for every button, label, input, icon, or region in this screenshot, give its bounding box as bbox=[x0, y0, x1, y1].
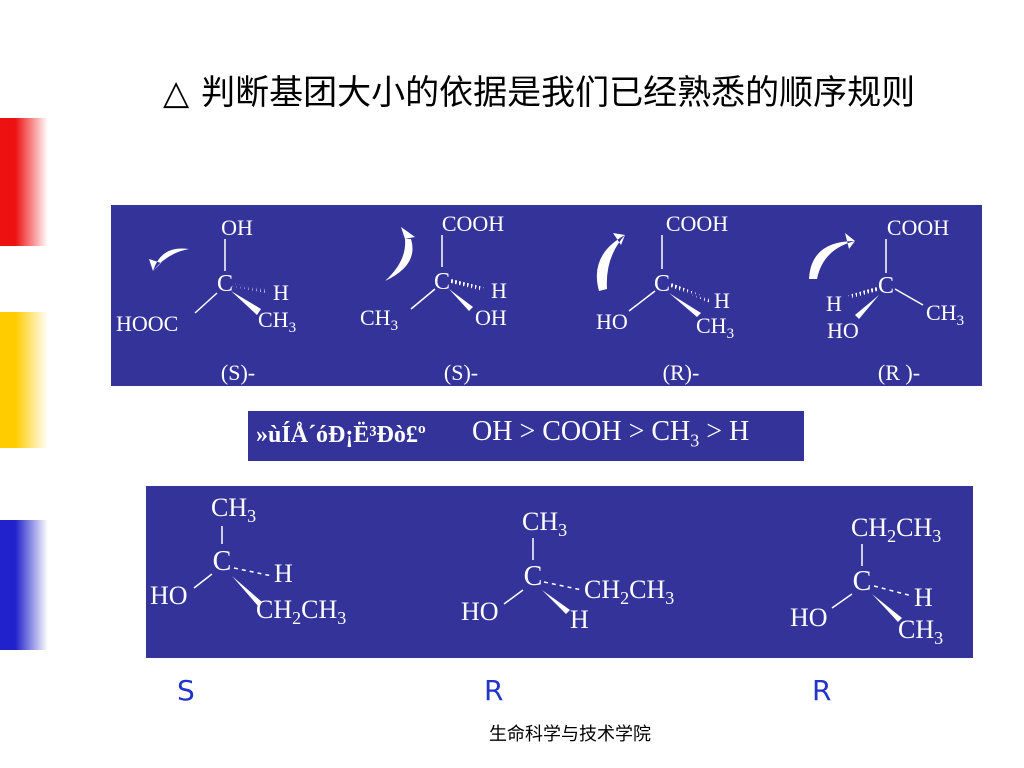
mol3-dashed-label: H bbox=[714, 288, 730, 313]
counterclockwise-arrow-icon bbox=[385, 227, 415, 281]
mol3-top-label: COOH bbox=[666, 211, 728, 236]
butanol1-dashed-label: H bbox=[274, 559, 293, 588]
molecule-2: COOH C H CH3 OH (S)- bbox=[360, 211, 507, 385]
config-label-2: R bbox=[484, 674, 504, 707]
mol1-center-label: C bbox=[217, 271, 233, 297]
red-deco-bar bbox=[0, 118, 48, 246]
butanol3-wedge-label: CH3 bbox=[898, 615, 943, 648]
counterclockwise-arrow-icon bbox=[149, 248, 189, 271]
mol1-dashed-label: H bbox=[273, 280, 289, 305]
mol2-center-label: C bbox=[434, 269, 450, 295]
mol2-dashed-label: H bbox=[491, 278, 507, 303]
molecule-1: OH C H HOOC CH3 (S)- bbox=[116, 215, 296, 385]
butanol2-center-label: C bbox=[524, 561, 543, 592]
butanol-panel: CH3 C H HO CH2CH3 CH3 C CH2CH3 HO H CH2C… bbox=[146, 486, 973, 658]
mol3-config-label: (R)- bbox=[663, 360, 700, 385]
mol2-config-label: (S)- bbox=[444, 360, 478, 385]
butanol-molecule-1: CH3 C H HO CH2CH3 bbox=[150, 493, 346, 628]
butanol2-wedge-label: H bbox=[570, 605, 589, 634]
mol4-right-label: CH3 bbox=[926, 300, 964, 329]
butanol3-center-label: C bbox=[853, 566, 872, 597]
mol4-wedge-label: HO bbox=[827, 318, 859, 343]
butanol1-center-label: C bbox=[213, 546, 232, 577]
priority-order-box: »ùÍÅ´óÐ¡Ë³Ðò£º OH > COOH > CH3 > H bbox=[247, 410, 805, 462]
molecule-4: COOH C H CH3 HO (R )- bbox=[809, 215, 964, 385]
butanol2-top-label: CH3 bbox=[522, 507, 567, 540]
mol1-left-label: HOOC bbox=[116, 311, 178, 336]
mol2-top-label: COOH bbox=[442, 211, 504, 236]
yellow-deco-bar bbox=[0, 312, 48, 448]
mol2-left-label: CH3 bbox=[360, 305, 398, 334]
mol3-center-label: C bbox=[654, 271, 670, 297]
butanol1-top-label: CH3 bbox=[211, 493, 256, 526]
butanol-structures: CH3 C H HO CH2CH3 CH3 C CH2CH3 HO H CH2C… bbox=[150, 493, 943, 648]
blue-deco-bar bbox=[0, 520, 48, 650]
butanol2-dashed-label: CH2CH3 bbox=[584, 575, 674, 608]
mol1-wedge-label: CH3 bbox=[258, 307, 296, 336]
config-label-1: S bbox=[177, 674, 195, 707]
molecule-3: COOH C H HO CH3 (R)- bbox=[596, 211, 734, 385]
butanol2-left-label: HO bbox=[461, 597, 499, 626]
butanol3-top-label: CH2CH3 bbox=[851, 513, 941, 546]
slide-title: △ 判断基团大小的依据是我们已经熟悉的顺序规则 bbox=[163, 70, 963, 116]
butanol-molecule-2: CH3 C CH2CH3 HO H bbox=[461, 507, 674, 634]
triangle-bullet-icon: △ bbox=[163, 73, 190, 113]
lactic-acid-panel: OH C H HOOC CH3 (S)- COOH C H CH3 OH (S)… bbox=[111, 205, 982, 386]
lactic-acid-structures: OH C H HOOC CH3 (S)- COOH C H CH3 OH (S)… bbox=[116, 211, 964, 385]
config-label-3: R bbox=[812, 674, 832, 707]
butanol-molecule-3: CH2CH3 C H HO CH3 bbox=[790, 513, 943, 648]
clockwise-arrow-icon bbox=[596, 233, 625, 291]
mol1-top-label: OH bbox=[221, 215, 253, 240]
mol4-top-label: COOH bbox=[887, 215, 949, 240]
mol3-left-label: HO bbox=[596, 309, 628, 334]
priority-garbled-label: »ùÍÅ´óÐ¡Ë³Ðò£º bbox=[256, 422, 426, 448]
butanol1-wedge-label: CH2CH3 bbox=[256, 595, 346, 628]
butanol1-left-label: HO bbox=[150, 581, 188, 610]
butanol3-dashed-label: H bbox=[914, 583, 933, 612]
footer-text: 生命科学与技术学院 bbox=[489, 724, 651, 745]
clockwise-arrow-icon bbox=[809, 233, 855, 279]
mol3-wedge-label: CH3 bbox=[696, 313, 734, 342]
priority-order-text: OH > COOH > CH3 > H bbox=[472, 416, 750, 451]
mol4-dashed-label: H bbox=[826, 291, 842, 316]
mol4-center-label: C bbox=[878, 273, 894, 299]
mol4-config-label: (R )- bbox=[878, 360, 920, 385]
slide-title-text: 判断基团大小的依据是我们已经熟悉的顺序规则 bbox=[201, 73, 916, 113]
mol1-config-label: (S)- bbox=[221, 360, 255, 385]
butanol3-left-label: HO bbox=[790, 603, 828, 632]
mol2-wedge-label: OH bbox=[475, 305, 507, 330]
